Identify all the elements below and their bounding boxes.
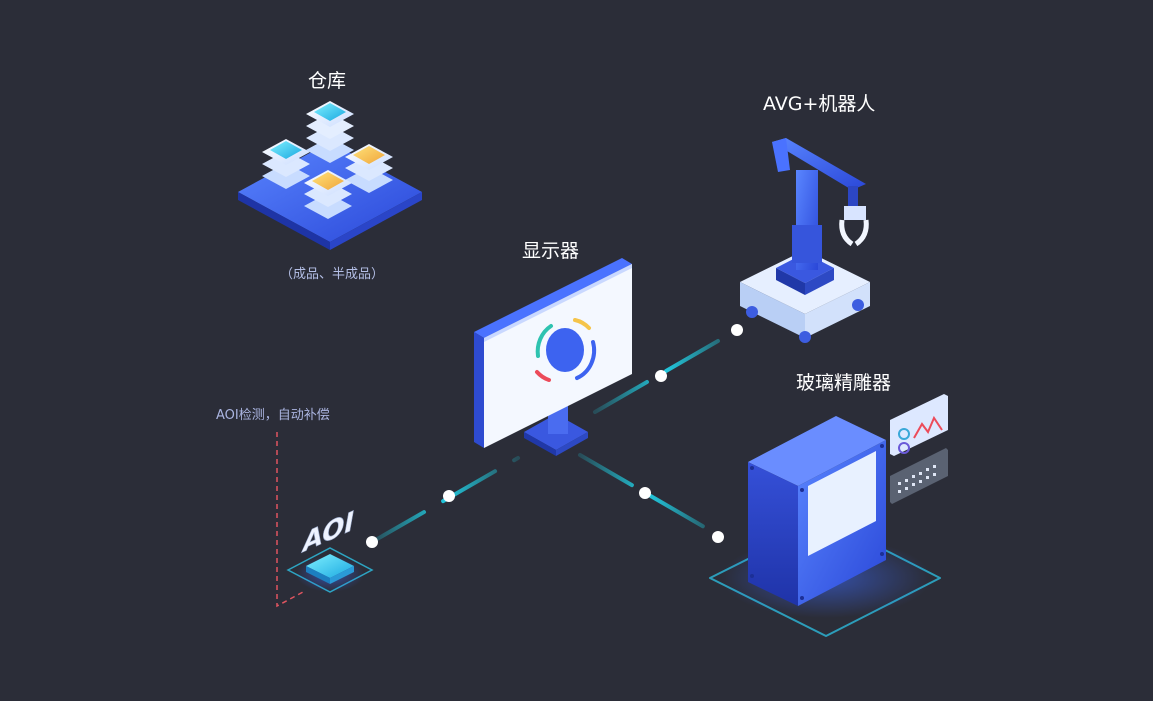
monitor-title: 显示器 xyxy=(522,240,580,262)
link-dot xyxy=(639,487,651,499)
link-dot xyxy=(443,490,455,502)
link-dot xyxy=(712,531,724,543)
warehouse-illustration xyxy=(238,101,422,250)
link-dot xyxy=(655,370,667,382)
warehouse-subtitle: （成品、半成品） xyxy=(280,267,385,282)
connection-dots xyxy=(366,324,743,548)
warehouse-title: 仓库 xyxy=(308,70,347,92)
link-monitor-engraver xyxy=(578,453,720,537)
link-monitor-robot xyxy=(593,328,739,414)
aoi-label: AOI xyxy=(301,506,354,559)
monitor-illustration xyxy=(474,258,632,456)
robot-title: AVG+机器人 xyxy=(763,93,876,115)
robot-illustration xyxy=(740,138,870,343)
engraver-illustration xyxy=(709,394,948,637)
link-dot xyxy=(366,536,378,548)
aoi-illustration: AOI xyxy=(276,432,374,608)
aoi-note: AOI检测，自动补偿 xyxy=(216,408,330,423)
engraver-title: 玻璃精雕器 xyxy=(796,372,892,394)
link-dot xyxy=(731,324,743,336)
